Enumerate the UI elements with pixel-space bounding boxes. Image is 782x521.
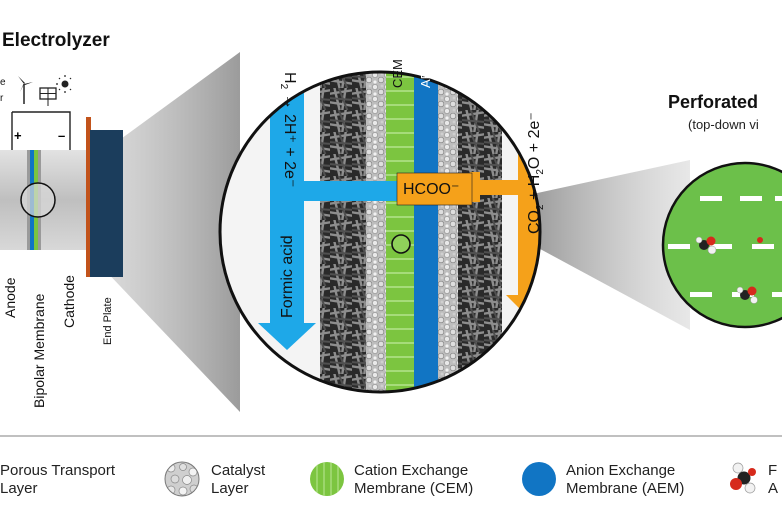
legend-label-line1: Cation Exchange bbox=[354, 462, 469, 479]
aem-layer bbox=[414, 72, 438, 392]
cathode-catalyst-layer bbox=[438, 72, 458, 392]
anode-reaction-arrow bbox=[270, 72, 304, 325]
legend-label-line1: Catalyst bbox=[211, 462, 266, 479]
formic-acid-label: Formic acid bbox=[279, 235, 296, 318]
electrolyzer-diagram bbox=[0, 52, 782, 437]
aem-swatch-icon bbox=[522, 462, 556, 496]
cem-label: CEM bbox=[390, 59, 405, 88]
anode-catalyst-layer bbox=[366, 72, 386, 392]
power-source-label-2: r bbox=[0, 93, 4, 104]
anode-label: Anode bbox=[2, 277, 18, 318]
legend-label-line2: Membrane (AEM) bbox=[566, 480, 685, 497]
zoom-projection-left bbox=[40, 52, 240, 412]
power-source-label-1: e bbox=[0, 77, 6, 88]
cathode-terminal-minus: – bbox=[58, 128, 66, 143]
circuit-wires bbox=[11, 111, 71, 150]
wind-turbine-icon bbox=[18, 76, 33, 104]
legend-item-catalyst-layer: Catalyst Layer bbox=[211, 462, 265, 498]
formic-acid-molecule-icon bbox=[695, 236, 763, 304]
zoom-focus-circle bbox=[20, 182, 56, 218]
legend-label-line1: F bbox=[768, 462, 778, 479]
sun-icon bbox=[56, 75, 72, 93]
legend-label-line2: Membrane (CEM) bbox=[354, 480, 474, 497]
legend-item-cation-exchange-membrane: Cation Exchange Membrane (CEM) bbox=[354, 462, 473, 498]
cathode-label: Cathode bbox=[61, 275, 77, 328]
formate-transport-arrow bbox=[304, 181, 400, 201]
legend-label-line2: A bbox=[768, 480, 779, 497]
aem-label: AEM bbox=[418, 59, 433, 88]
anode-pt-layer bbox=[320, 72, 366, 392]
legend-item-anion-exchange-membrane: Anion Exchange Membrane (AEM) bbox=[566, 462, 684, 498]
plate-circle-border bbox=[661, 161, 782, 329]
cem-layer bbox=[386, 72, 414, 392]
anode-reaction-text: H2 → 2H⁺ + 2e⁻ bbox=[277, 72, 298, 188]
legend-label-line1: Anion Exchange bbox=[566, 462, 676, 479]
plate-subtitle: (top-down vi bbox=[688, 117, 759, 132]
formate-label: HCOO⁻ bbox=[403, 181, 460, 198]
legend-item-porous-transport-layer: Porous Transport Layer bbox=[0, 462, 115, 498]
bipolar-membrane-label: Bipolar Membrane bbox=[31, 293, 47, 408]
end-plate-label: End Plate bbox=[102, 297, 114, 345]
plate-title: Perforated bbox=[668, 92, 759, 112]
legend-label-line2: Layer bbox=[211, 480, 249, 497]
zoom-circle-border bbox=[218, 70, 542, 394]
cem-swatch-icon bbox=[310, 462, 344, 496]
pore-marker bbox=[391, 234, 411, 254]
zoom-view bbox=[220, 72, 540, 392]
page-title: Electrolyzer bbox=[2, 30, 110, 51]
zoom-projection-right bbox=[505, 160, 690, 330]
power-source-icons bbox=[18, 75, 72, 106]
gasket-strip bbox=[86, 117, 91, 277]
legend-label-line1: Porous Transport bbox=[0, 462, 116, 479]
solar-panel-icon bbox=[39, 87, 57, 106]
anode-terminal-plus: + bbox=[14, 128, 22, 143]
cathode-pt-layer bbox=[458, 72, 502, 392]
end-plate bbox=[90, 130, 123, 277]
legend-item-formic-acid: F A bbox=[768, 462, 778, 498]
formic-acid-molecule-legend-icon bbox=[730, 462, 756, 494]
catalyst-layer-swatch-icon bbox=[164, 461, 200, 497]
legend-label-line2: Layer bbox=[0, 480, 38, 497]
cathode-reaction-text: CO2 + H2O + 2e⁻ bbox=[526, 112, 547, 234]
